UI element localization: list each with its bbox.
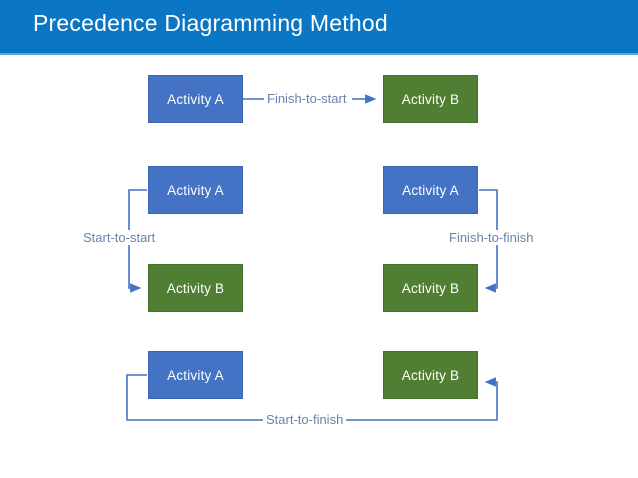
node-start-to-finish-successor[interactable]: Activity B — [383, 351, 478, 399]
diagram-canvas: Activity A Activity B Finish-to-start Ac… — [0, 55, 638, 478]
node-label: Activity A — [402, 182, 459, 198]
node-finish-to-start-successor[interactable]: Activity B — [383, 75, 478, 123]
connector-label-start-to-start: Start-to-start — [80, 230, 159, 245]
node-label: Activity A — [167, 182, 224, 198]
node-label: Activity A — [167, 367, 224, 383]
connector-label-finish-to-start: Finish-to-start — [264, 91, 350, 106]
node-start-to-start-successor[interactable]: Activity B — [148, 264, 243, 312]
node-finish-to-start-predecessor[interactable]: Activity A — [148, 75, 243, 123]
node-label: Activity A — [167, 91, 224, 107]
node-finish-to-finish-successor[interactable]: Activity B — [383, 264, 478, 312]
node-start-to-start-predecessor[interactable]: Activity A — [148, 166, 243, 214]
node-finish-to-finish-predecessor[interactable]: Activity A — [383, 166, 478, 214]
title-band-underline — [0, 53, 638, 55]
node-label: Activity B — [166, 280, 225, 296]
connector-label-start-to-finish: Start-to-finish — [263, 412, 347, 427]
title-band — [0, 0, 638, 53]
node-label: Activity B — [401, 367, 460, 383]
connector-label-finish-to-finish: Finish-to-finish — [446, 230, 537, 245]
node-start-to-finish-predecessor[interactable]: Activity A — [148, 351, 243, 399]
page-title: Precedence Diagramming Method — [33, 10, 388, 36]
node-label: Activity B — [401, 91, 460, 107]
node-label: Activity B — [401, 280, 460, 296]
